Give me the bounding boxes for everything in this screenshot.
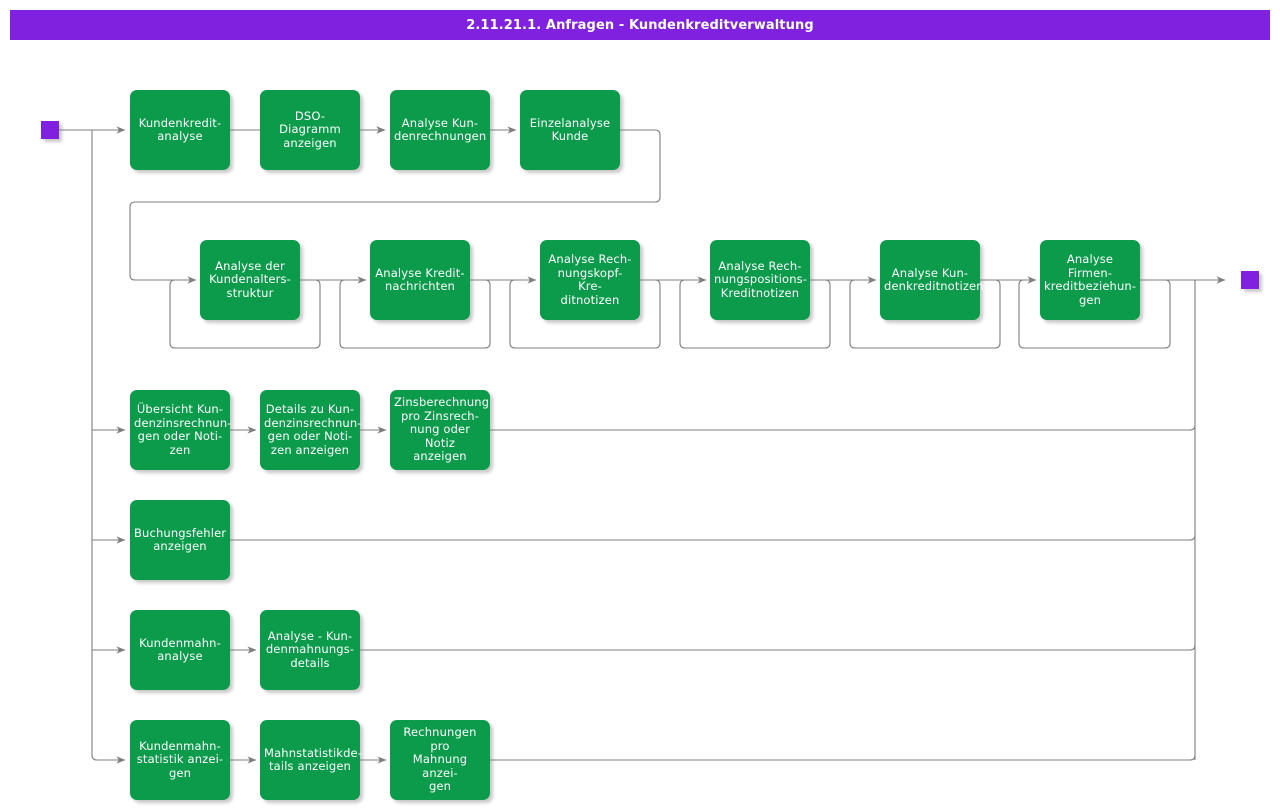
node-label: Analyse Rech-nungskopf- Kre-ditnotizen (548, 252, 632, 307)
wire-n13-to-right-spine (490, 424, 1196, 431)
node-mahnstatistikdetails-anzeigen[interactable]: Mahnstatistikde-tails anzeigen (260, 720, 363, 800)
node-label: Kundenkredit-analyse (138, 115, 222, 143)
node-label: Analyse Kun-denkreditnotizen (884, 265, 984, 293)
node-label: Kundenmahn-statistik anzei-gen (136, 738, 224, 780)
node-label: Mahnstatistikde-tails anzeigen (264, 745, 363, 773)
wire-n19-to-right-spine (490, 754, 1196, 761)
node-label: Übersicht Kun-denzinsrechnun-gen oder No… (134, 402, 232, 457)
node-details-kundenzinsrechnungen[interactable]: Details zu Kun-denzinsrechnun-gen oder N… (260, 390, 362, 470)
window-title-text: 2.11.21.1. Anfragen - Kundenkreditverwal… (466, 17, 814, 33)
node-analyse-kundenrechnungen[interactable]: Analyse Kun-denrechnungen (390, 90, 490, 170)
wire-left-spine (91, 130, 98, 761)
start-terminator (41, 121, 59, 139)
node-kundenmahnanalyse[interactable]: Kundenmahn-analyse (130, 610, 230, 690)
wire-n14-to-right-spine (230, 534, 1196, 541)
end-terminator (1241, 271, 1259, 289)
node-label: Kundenmahn-analyse (139, 635, 221, 663)
node-kundenkreditanalyse[interactable]: Kundenkredit-analyse (130, 90, 230, 170)
wire-n16-to-right-spine (360, 644, 1196, 651)
node-analyse-rechnungspositions-kreditnotizen[interactable]: Analyse Rech-nungspositions-Kreditnotize… (710, 240, 810, 320)
node-kundenmahnstatistik-anzeigen[interactable]: Kundenmahn-statistik anzei-gen (130, 720, 230, 800)
node-label: Details zu Kun-denzinsrechnun-gen oder N… (264, 402, 362, 457)
node-analyse-kreditnachrichten[interactable]: Analyse Kredit-nachrichten (370, 240, 470, 320)
node-label: Analyse Kun-denrechnungen (394, 115, 487, 143)
node-analyse-kundenkreditnotizen[interactable]: Analyse Kun-denkreditnotizen (880, 240, 984, 320)
node-label: Analyse Rech-nungspositions-Kreditnotize… (714, 258, 808, 300)
node-label: Analyse - Kun-denmahnungs-details (265, 628, 355, 670)
node-analyse-kundenmahnungsdetails[interactable]: Analyse - Kun-denmahnungs-details (260, 610, 360, 690)
node-label: Analyse Kredit-nachrichten (375, 265, 465, 293)
node-analyse-firmenkreditbeziehungen[interactable]: Analyse Firmen-kreditbeziehun-gen (1040, 240, 1140, 320)
window-title-bar: 2.11.21.1. Anfragen - Kundenkreditverwal… (10, 10, 1270, 40)
node-analyse-rechnungskopf-kreditnotizen[interactable]: Analyse Rech-nungskopf- Kre-ditnotizen (540, 240, 640, 320)
node-uebersicht-kundenzinsrechnungen[interactable]: Übersicht Kun-denzinsrechnun-gen oder No… (130, 390, 232, 470)
node-label: Analyse Firmen-kreditbeziehun-gen (1044, 252, 1137, 307)
